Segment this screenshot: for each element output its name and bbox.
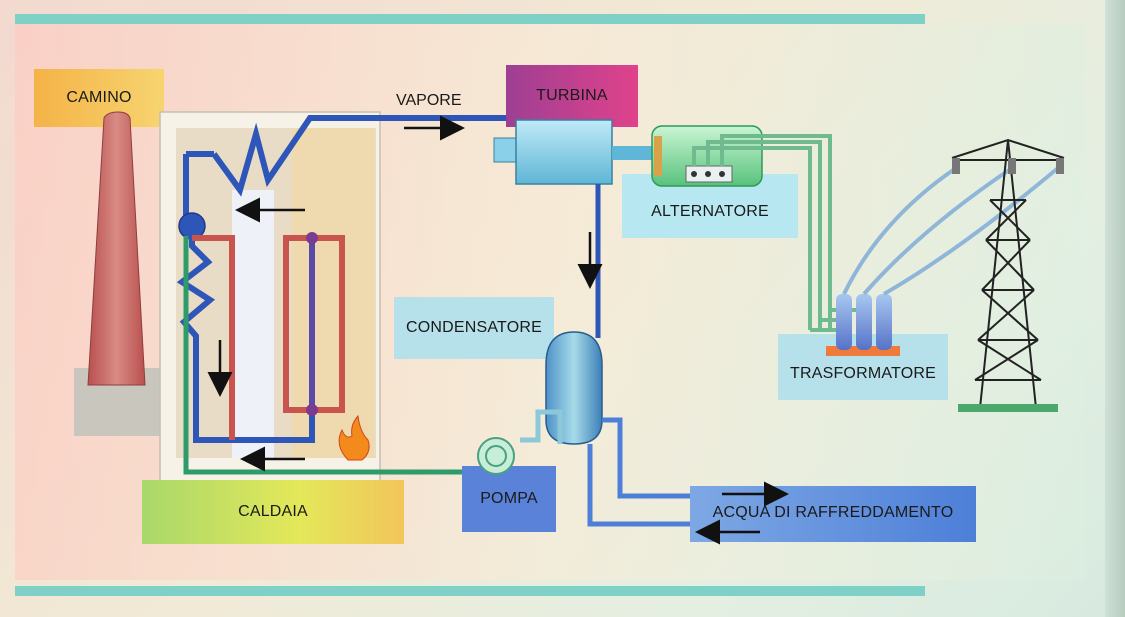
steam-pipe-left [183,151,214,220]
bottom-decorative-band [15,586,925,596]
page-edge [1105,0,1125,617]
turbina-label-box [506,65,638,127]
turbina-label: TURBINA [536,87,608,104]
boiler-light-channel [232,190,274,458]
caldaia-label-box [142,480,404,544]
chimney-shape [87,111,146,386]
boiler-flame-zone [292,128,374,458]
power-line-3 [882,166,1060,296]
vapore-label: VAPORE [396,92,462,109]
wire-2 [706,140,822,330]
wire-1 [692,146,812,330]
trasformatore-label: TRASFORMATORE [789,365,936,382]
insulator-3 [1056,158,1064,174]
pompa-label: POMPA [480,490,538,507]
camino-label: CAMINO [66,89,132,106]
header-bottom [306,404,318,416]
condensatore-label: CONDENSATORE [405,319,543,336]
turbine-shaft [612,146,654,160]
caldaia-label: CALDAIA [238,503,308,520]
steam-pipe-top [211,115,515,197]
terminal-3 [719,171,725,177]
top-decorative-band [15,14,925,24]
pylon [951,138,1065,409]
cooling-in-pipe [587,444,690,527]
terminal-2 [705,171,711,177]
condensatore-label-box [394,297,554,359]
pump-body [477,437,515,475]
alternator-ring [654,136,662,176]
power-line-2 [862,166,1014,296]
flame-icon [338,414,370,461]
insulator-2 [1008,158,1016,174]
pump-impeller [485,445,507,467]
acqua-label: ACQUA DI RAFFREDDAMENTO [712,504,954,521]
pump-suction-pipe [520,409,563,444]
camino-label-box [34,69,164,127]
turbine-body [515,119,613,185]
transformer-coil-1 [836,294,852,350]
cooling-out-pipe [602,417,712,499]
insulator-1 [952,158,960,174]
alternatore-label: ALTERNATORE [651,203,769,220]
terminal-1 [691,171,697,177]
pompa-label-box [462,466,556,532]
transformer-base [826,346,900,356]
pylon-base [958,404,1058,412]
transformer-coil-3 [876,294,892,350]
feedwater-pipe [183,236,480,475]
condenser-body [545,331,603,445]
power-line-1 [842,166,958,295]
boiler-coil-blue [176,226,315,443]
transformer-coil-2 [856,294,872,350]
wire-3 [720,134,832,330]
header-top [306,232,318,244]
